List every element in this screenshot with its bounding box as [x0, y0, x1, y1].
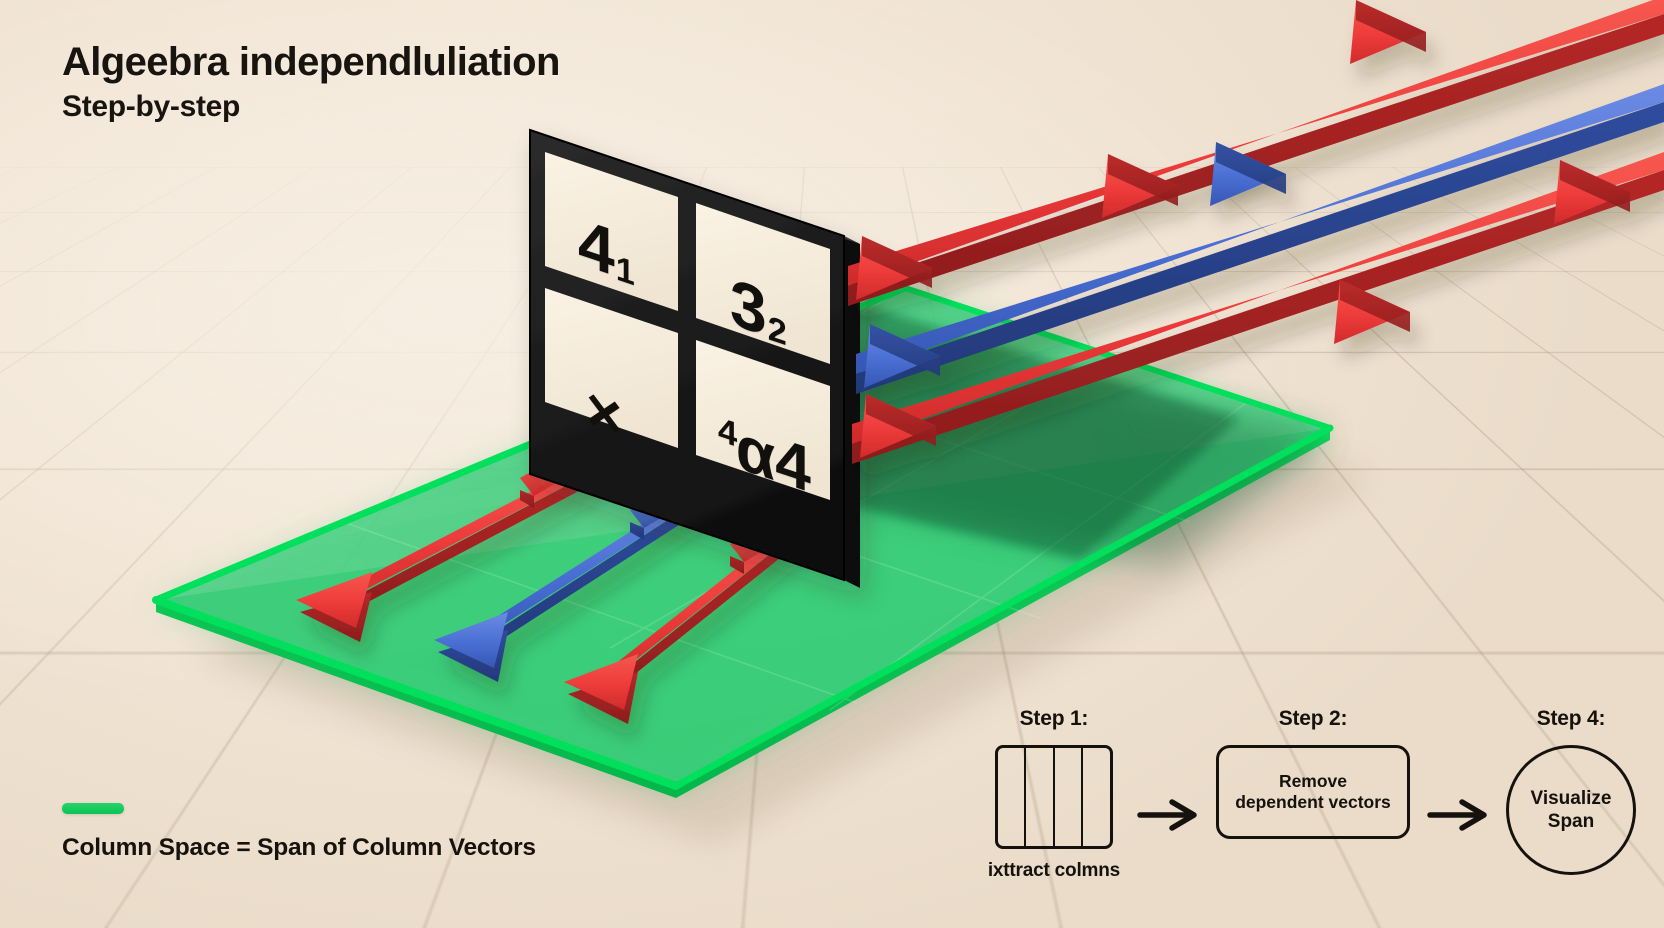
flow-step-1: Step 1: ixttract colmns	[988, 707, 1120, 882]
step-1-body	[995, 745, 1113, 849]
step-2-title: Step 2:	[1279, 707, 1348, 731]
arrow-right-icon	[1136, 798, 1200, 832]
title-block: Algeebra independluliation Step-by-step	[62, 40, 560, 125]
step-2-line2: dependent vectors	[1235, 792, 1391, 813]
flow-connector-1	[1136, 798, 1200, 837]
step-1-caption: ixttract colmns	[988, 860, 1120, 882]
step-4-title: Step 4:	[1537, 707, 1606, 731]
step-4-body: Visualize Span	[1506, 745, 1636, 875]
flow-step-4: Step 4: Visualize Span	[1506, 707, 1636, 875]
page-title: Algeebra independluliation	[62, 40, 560, 85]
step-2-body: Remove dependent vectors	[1216, 745, 1410, 839]
page-subtitle: Step-by-step	[62, 89, 560, 125]
legend-label: Column Space = Span of Column Vectors	[62, 834, 536, 862]
step-flow: Step 1: ixttract colmns Step 2:	[988, 707, 1636, 882]
step-4-line1: Visualize	[1531, 787, 1612, 810]
column-cell	[1026, 748, 1055, 846]
flow-connector-2	[1426, 798, 1490, 837]
step-2-line1: Remove	[1235, 771, 1391, 792]
legend-color-swatch	[62, 803, 124, 814]
step-1-title: Step 1:	[1020, 707, 1089, 731]
column-cell	[1083, 748, 1110, 846]
step-4-line2: Span	[1531, 810, 1612, 833]
columns-grid-icon	[995, 745, 1113, 849]
legend: Column Space = Span of Column Vectors	[62, 803, 536, 862]
column-cell	[998, 748, 1027, 846]
column-cell	[1055, 748, 1084, 846]
remove-dependent-vectors-box: Remove dependent vectors	[1216, 745, 1410, 839]
visualize-span-circle: Visualize Span	[1506, 745, 1636, 875]
flow-step-2: Step 2: Remove dependent vectors	[1216, 707, 1410, 839]
arrow-right-icon	[1426, 798, 1490, 832]
